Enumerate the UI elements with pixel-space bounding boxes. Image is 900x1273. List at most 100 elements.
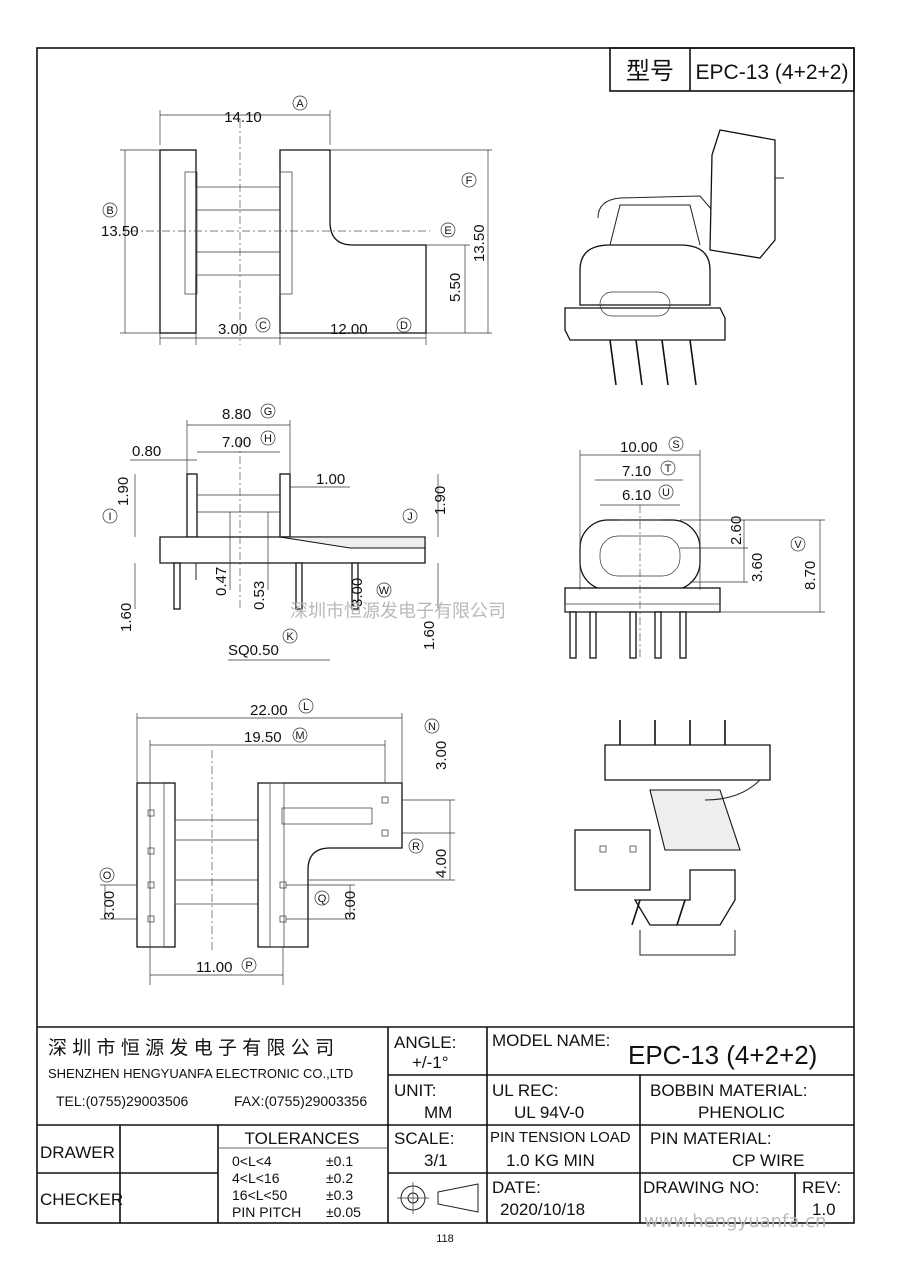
tol-range-2: 4<L<16: [232, 1170, 280, 1186]
dim-bottom-left-300: 3.00: [101, 891, 118, 920]
rev-label: REV:: [802, 1178, 841, 1197]
tolerances-title: TOLERANCES: [245, 1129, 360, 1148]
dim-side-053: 0.53: [251, 581, 268, 610]
sheet-border: [36, 47, 855, 1224]
marker-l: L: [303, 701, 309, 713]
unit-label: UNIT:: [394, 1081, 437, 1100]
marker-a: A: [296, 98, 304, 110]
side-view: 8.80 G 7.00 H 0.80 1.00 1.90 I 1.90 J 0.…: [102, 403, 449, 661]
dim-side-pin-square: SQ0.50: [228, 642, 279, 659]
dim-side-flange-height-left: 1.90: [115, 477, 132, 506]
scale-value: 3/1: [424, 1151, 448, 1170]
page-number: 118: [436, 1233, 454, 1245]
dim-side-pin-left: 1.60: [118, 603, 135, 632]
dim-bottom-1100: 11.00: [196, 959, 232, 976]
top-view: 14.10 A 13.50 B 13.50 F 5.50 E 3.00 C 12…: [101, 95, 492, 345]
marker-e: E: [444, 225, 451, 237]
dim-top-terminal-length: 12.00: [330, 321, 368, 338]
marker-w: W: [379, 585, 390, 597]
tol-range-4: PIN PITCH: [232, 1204, 301, 1220]
date-value: 2020/10/18: [500, 1200, 585, 1219]
dim-bottom-overall: 22.00: [250, 702, 288, 719]
bobbin-material-label: BOBBIN MATERIAL:: [650, 1081, 807, 1100]
marker-h: H: [264, 433, 272, 445]
dim-bottom-right-400: 4.00: [433, 849, 450, 878]
company-tel: TEL:(0755)29003506: [56, 1093, 189, 1109]
title-block: 深 圳 市 恒 源 发 电 子 有 限 公 司 SHENZHEN HENGYUA…: [37, 1026, 854, 1232]
date-label: DATE:: [492, 1178, 541, 1197]
company-en: SHENZHEN HENGYUANFA ELECTRONIC CO.,LTD: [48, 1066, 353, 1081]
angle-label: ANGLE:: [394, 1033, 456, 1052]
model-name-value: EPC-13 (4+2+2): [628, 1040, 817, 1070]
tol-range-3: 16<L<50: [232, 1187, 287, 1203]
marker-b: B: [106, 205, 113, 217]
dim-bottom-inner-300: 3.00: [342, 891, 359, 920]
dim-top-terminal-height: 5.50: [447, 273, 464, 302]
tol-value-4: ±0.05: [326, 1204, 361, 1220]
bottom-view: 22.00 L 19.50 M 3.00 N 4.00 R 3.00 O 3.0…: [99, 698, 455, 985]
dim-side-300: 3.00: [349, 578, 366, 607]
company-cn: 深 圳 市 恒 源 发 电 子 有 限 公 司: [48, 1037, 334, 1059]
dim-front-width: 10.00: [620, 439, 658, 456]
scale-label: SCALE:: [394, 1129, 454, 1148]
tol-value-1: ±0.1: [326, 1153, 353, 1169]
dim-side-overall: 8.80: [222, 406, 251, 423]
dim-side-flange-gap: 1.00: [316, 471, 345, 488]
ul-rec-label: UL REC:: [492, 1081, 558, 1100]
dim-top-height-left: 13.50: [101, 223, 139, 240]
angle-value: +/-1°: [412, 1053, 449, 1072]
watermark: 深圳市恒源发电子有限公司: [290, 601, 506, 622]
marker-k: K: [286, 631, 294, 643]
dim-front-260: 2.60: [728, 516, 745, 545]
model-name-label: MODEL NAME:: [492, 1031, 610, 1050]
dim-front-610: 6.10: [622, 487, 651, 504]
marker-q: Q: [318, 893, 327, 905]
marker-u: U: [662, 487, 670, 499]
dim-side-047: 0.47: [213, 567, 230, 596]
bobbin-material-value: PHENOLIC: [698, 1103, 785, 1122]
model-label: 型号: [626, 58, 674, 85]
projection-symbol: [397, 1182, 479, 1214]
rev-value: 1.0: [812, 1200, 836, 1219]
company-fax: FAX:(0755)29003356: [234, 1093, 367, 1109]
pin-tension-value: 1.0 KG MIN: [506, 1151, 595, 1170]
dim-side-pin-right: 1.60: [421, 621, 438, 650]
pin-material-value: CP WIRE: [732, 1151, 804, 1170]
dim-front-360: 3.60: [749, 553, 766, 582]
dim-top-height-right: 13.50: [471, 224, 488, 262]
dim-front-height: 8.70: [802, 561, 819, 590]
model-value: EPC-13 (4+2+2): [696, 61, 849, 84]
dim-front-710: 7.10: [622, 463, 651, 480]
marker-t: T: [665, 463, 672, 475]
marker-s: S: [672, 439, 679, 451]
dim-side-flange-height-right: 1.90: [432, 486, 449, 515]
marker-n: N: [428, 721, 436, 733]
checker-label: CHECKER: [40, 1190, 123, 1209]
marker-f: F: [466, 175, 473, 187]
tol-range-1: 0<L<4: [232, 1153, 272, 1169]
drawing-no-label: DRAWING NO:: [643, 1178, 759, 1197]
dim-top-width: 14.10: [224, 109, 262, 126]
ul-rec-value: UL 94V-0: [514, 1103, 584, 1122]
dim-top-flange: 3.00: [218, 321, 247, 338]
iso-view-top: [564, 129, 784, 386]
marker-p: P: [245, 960, 252, 972]
iso-view-bottom: [574, 720, 771, 956]
tol-value-2: ±0.2: [326, 1170, 353, 1186]
tol-value-3: ±0.3: [326, 1187, 353, 1203]
marker-v: V: [794, 539, 802, 551]
marker-j: J: [407, 511, 413, 523]
website-watermark: www.hengyuanfa.cn: [644, 1211, 826, 1232]
dim-side-flange-thickness: 0.80: [132, 443, 161, 460]
marker-g: G: [264, 406, 273, 418]
pin-material-label: PIN MATERIAL:: [650, 1129, 772, 1148]
marker-r: R: [412, 841, 420, 853]
front-view: 10.00 S 7.10 T 6.10 U 2.60 3.60 8.70 V: [564, 436, 825, 660]
header-model-box: 型号 EPC-13 (4+2+2): [609, 47, 855, 92]
marker-o: O: [103, 870, 112, 882]
unit-value: MM: [424, 1103, 452, 1122]
dim-bottom-right-300: 3.00: [433, 741, 450, 770]
pin-tension-label: PIN TENSION LOAD: [490, 1129, 631, 1146]
dim-bottom-pin-span: 19.50: [244, 729, 282, 746]
